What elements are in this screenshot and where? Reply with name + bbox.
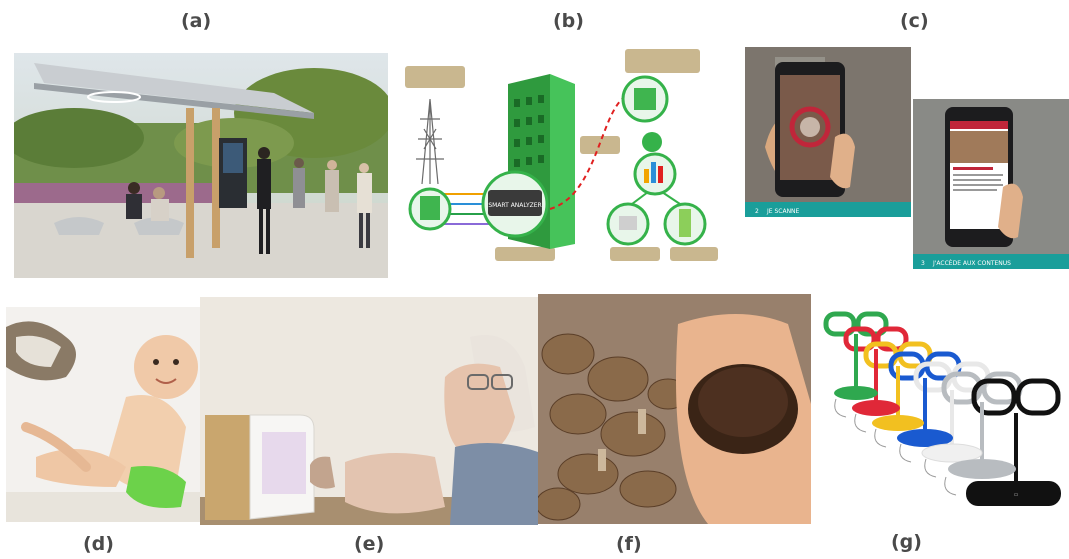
panel-e-elderly-device bbox=[200, 297, 538, 525]
label-a: (a) bbox=[181, 10, 212, 32]
panel-c-smartphone-app: 2 JE SCANNE 3 J'ACCÈDE AUX CONTENUS bbox=[745, 47, 1069, 269]
step-3-label: J'ACCÈDE AUX CONTENUS bbox=[932, 259, 1011, 267]
step-3-number: 3 bbox=[921, 260, 925, 267]
smart-analyzer-label: SMART ANALYZER bbox=[488, 202, 541, 209]
label-d: (d) bbox=[83, 533, 114, 555]
panel-g-reading-glasses-stands: ▭ bbox=[816, 309, 1068, 521]
smartphone-scan-illustration: 2 JE SCANNE 3 J'ACCÈDE AUX CONTENUS bbox=[745, 47, 1069, 269]
bus-shelter-illustration bbox=[14, 53, 388, 278]
panel-b-smart-analyzer-diagram: SMART ANALYZER bbox=[400, 44, 730, 278]
glasses-stands-illustration: ▭ bbox=[816, 309, 1068, 521]
baby-illustration bbox=[6, 307, 203, 522]
label-e: (e) bbox=[354, 533, 385, 555]
label-b: (b) bbox=[553, 10, 584, 32]
step-2-number: 2 bbox=[755, 208, 759, 215]
step-2-label: JE SCANNE bbox=[766, 208, 800, 215]
panel-f-mushrooms-compost bbox=[538, 294, 811, 524]
panel-a-smart-bus-shelter bbox=[14, 53, 388, 278]
elderly-device-illustration bbox=[200, 297, 538, 525]
energy-diagram: SMART ANALYZER bbox=[400, 44, 730, 278]
label-g: (g) bbox=[891, 531, 922, 553]
panel-d-baby-diaper bbox=[6, 307, 203, 522]
label-f: (f) bbox=[616, 533, 642, 555]
mushroom-compost-illustration bbox=[538, 294, 811, 524]
label-c: (c) bbox=[900, 10, 929, 32]
stand-base-logo: ▭ bbox=[1014, 492, 1019, 498]
